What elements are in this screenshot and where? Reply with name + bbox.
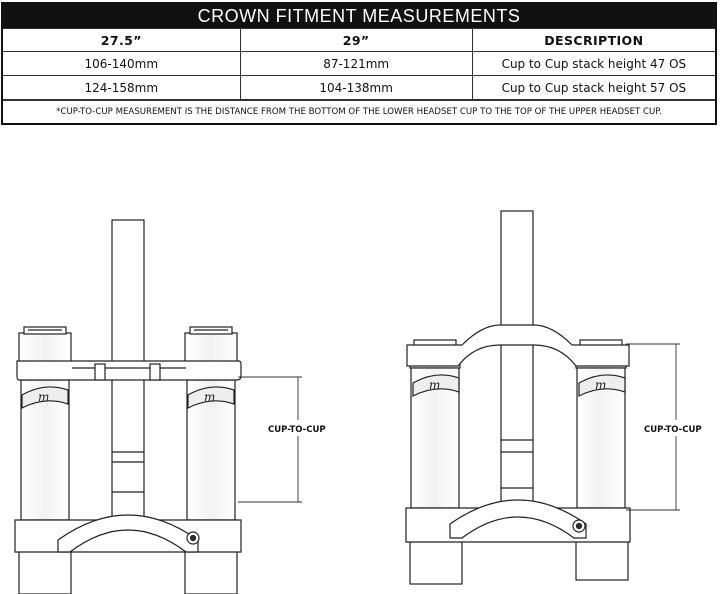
- left-fork-leg-right: [184, 326, 238, 594]
- cell-description: Cup to Cup stack height 57 OS: [471, 75, 715, 100]
- svg-text:m: m: [429, 378, 440, 392]
- table-row: 106-140mm 87-121mm Cup to Cup stack heig…: [3, 51, 715, 76]
- table-footnote: *CUP-TO-CUP MEASUREMENT IS THE DISTANCE …: [3, 100, 715, 123]
- right-dimension-label: CUP-TO-CUP: [644, 425, 702, 435]
- right-upper-crown: [406, 324, 630, 367]
- left-fork-illustration: m m: [14, 219, 242, 594]
- left-dimension-label: CUP-TO-CUP: [268, 425, 326, 435]
- cell-29: 87-121mm: [239, 51, 473, 76]
- cell-27-5: 124-158mm: [3, 75, 241, 100]
- svg-text:m: m: [204, 390, 215, 404]
- header-description: DESCRIPTION: [471, 28, 715, 52]
- right-logo-badge: m m: [412, 374, 626, 397]
- header-row: 27.5” 29” DESCRIPTION: [3, 28, 715, 52]
- right-steerer-tube: [500, 210, 534, 512]
- table-title: CROWN FITMENT MEASUREMENTS: [3, 4, 715, 28]
- svg-text:m: m: [595, 378, 606, 392]
- measurements-grid: 27.5” 29” DESCRIPTION 106-140mm 87-121mm…: [3, 28, 715, 100]
- cell-29: 104-138mm: [239, 75, 473, 100]
- left-logo-badge: m m: [21, 386, 235, 409]
- header-29: 29”: [239, 28, 473, 52]
- left-fork-leg-left: [18, 326, 72, 594]
- left-cup-to-cup-dimension: [238, 376, 302, 503]
- crown-fitment-table: CROWN FITMENT MEASUREMENTS 27.5” 29” DES…: [1, 2, 717, 125]
- cell-27-5: 106-140mm: [3, 51, 241, 76]
- right-cup-to-cup-dimension: [626, 343, 680, 511]
- right-fork-illustration: m m: [405, 210, 631, 585]
- left-upper-crown: [16, 360, 242, 381]
- table-row: 124-158mm 104-138mm Cup to Cup stack hei…: [3, 75, 715, 100]
- svg-text:m: m: [38, 390, 49, 404]
- cell-description: Cup to Cup stack height 47 OS: [471, 51, 715, 76]
